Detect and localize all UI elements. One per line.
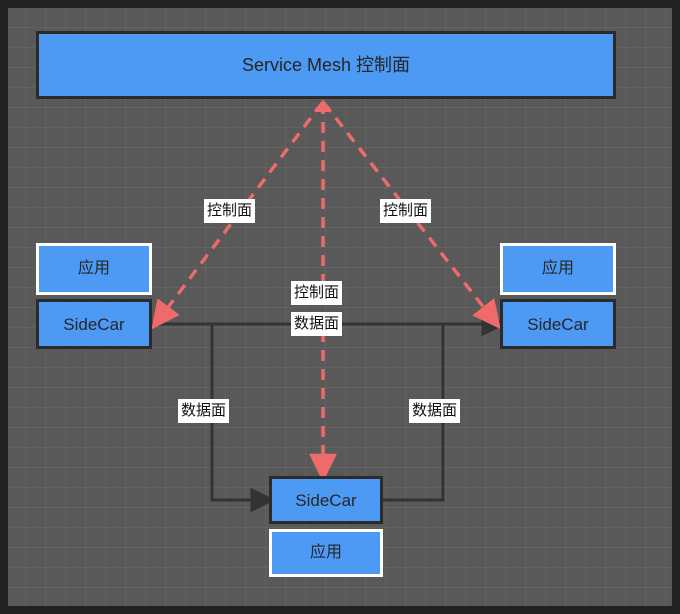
edge-data-left-to-bottom xyxy=(210,325,276,513)
edge-label-data-left: 数据面 xyxy=(178,399,230,423)
node-app-right[interactable]: 应用 xyxy=(500,243,616,295)
edge-label-data-right: 数据面 xyxy=(409,399,461,423)
edge-label-data-mid: 数据面 xyxy=(291,312,343,336)
control-plane-arrowhead-icon xyxy=(316,99,330,112)
node-sidecar-right[interactable]: SideCar xyxy=(500,299,616,349)
node-sidecar-bottom[interactable]: SideCar xyxy=(269,476,383,524)
node-sidecar-left[interactable]: SideCar xyxy=(36,299,152,349)
edge-data-bottom-to-right xyxy=(383,324,445,502)
edge-label-control-mid: 控制面 xyxy=(291,281,343,305)
node-service-mesh-control-plane[interactable]: Service Mesh 控制面 xyxy=(36,31,616,99)
node-app-bottom[interactable]: 应用 xyxy=(269,529,383,577)
edge-label-control-right: 控制面 xyxy=(380,199,432,223)
node-app-left[interactable]: 应用 xyxy=(36,243,152,295)
edge-label-control-left: 控制面 xyxy=(204,199,256,223)
